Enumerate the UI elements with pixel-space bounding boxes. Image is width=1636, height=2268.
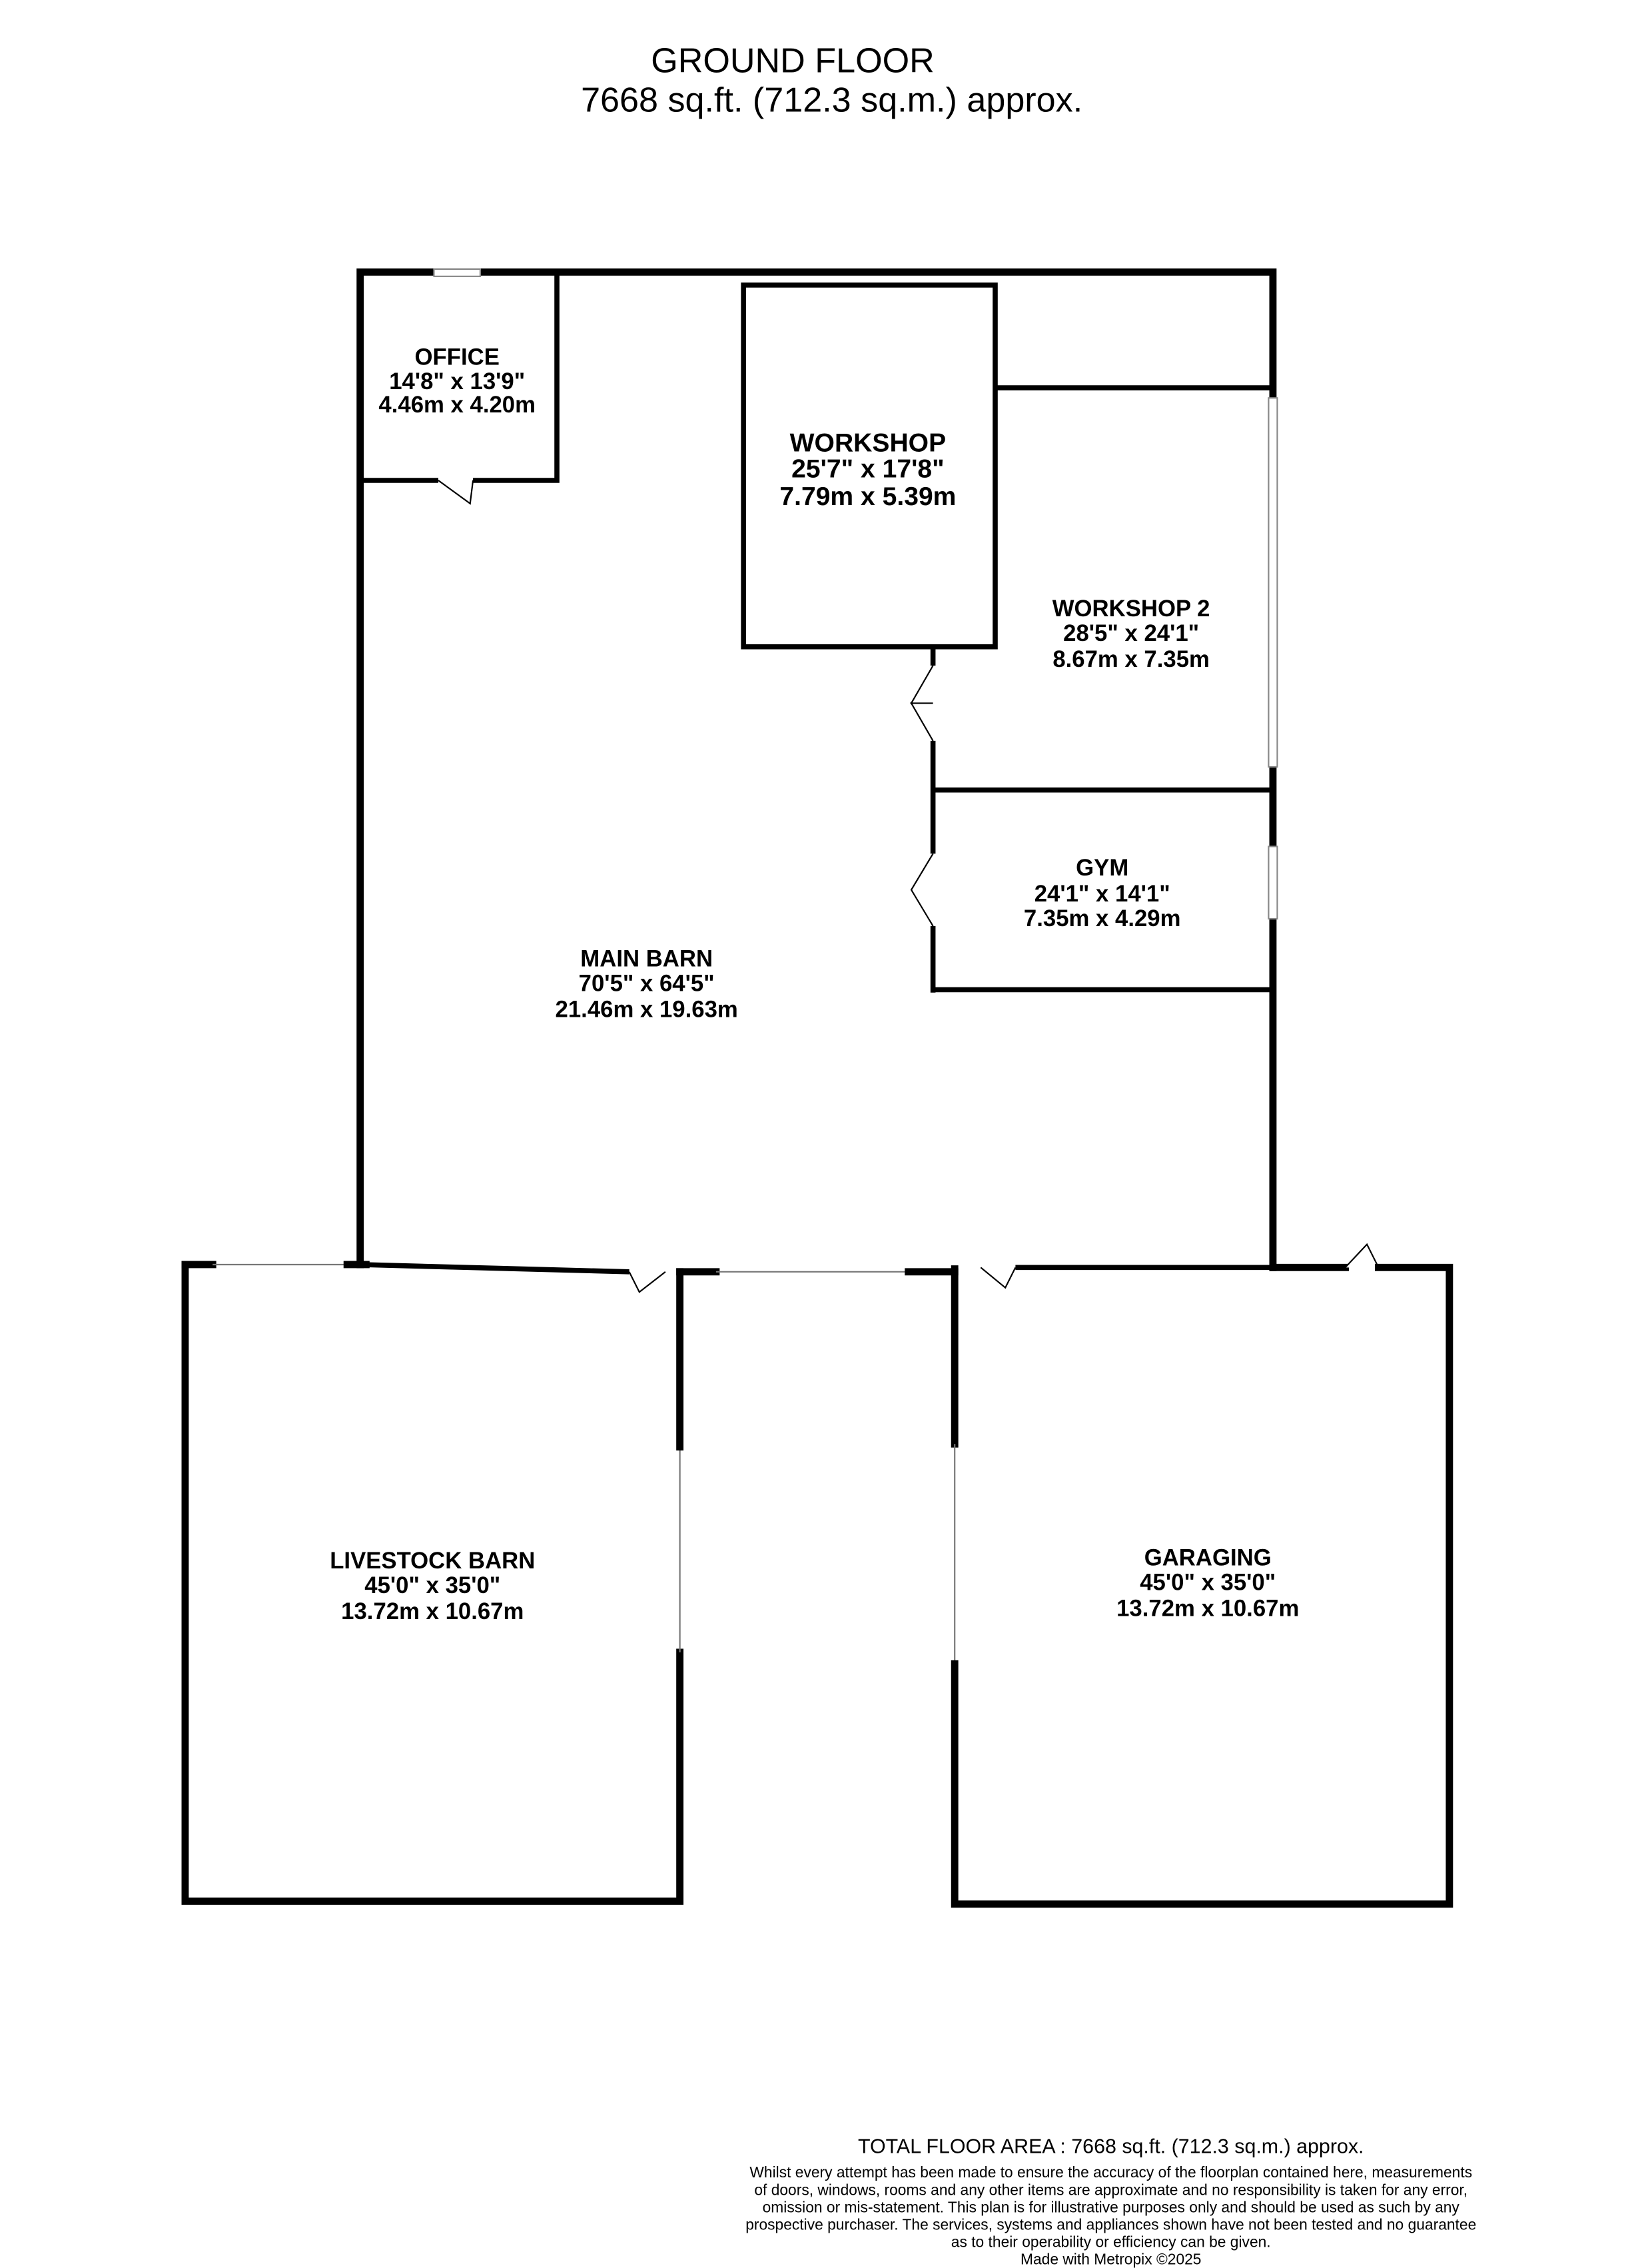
room-size-metric: 13.72m x 10.67m bbox=[1116, 1596, 1299, 1622]
credit: Made with Metropix ©2025 bbox=[1021, 2251, 1202, 2268]
office-door bbox=[438, 480, 474, 505]
room-size-imperial: 45'0" x 35'0" bbox=[1140, 1570, 1276, 1596]
disclaimer-line: prospective purchaser. The services, sys… bbox=[745, 2215, 1476, 2233]
office-window bbox=[433, 268, 482, 277]
disclaimer-line: omission or mis-statement. This plan is … bbox=[763, 2198, 1460, 2215]
room-size-metric: 21.46m x 19.63m bbox=[556, 997, 738, 1023]
total-floor-area: TOTAL FLOOR AREA : 7668 sq.ft. (712.3 sq… bbox=[858, 2135, 1364, 2157]
footer: TOTAL FLOOR AREA : 7668 sq.ft. (712.3 sq… bbox=[745, 2135, 1476, 2267]
room-size-imperial: 25'7" x 17'8" bbox=[791, 455, 945, 484]
gym-door bbox=[910, 853, 934, 927]
room-size-metric: 8.67m x 7.35m bbox=[1052, 647, 1210, 672]
room-name: GYM bbox=[1076, 855, 1128, 881]
disclaimer-line: Whilst every attempt has been made to en… bbox=[749, 2163, 1472, 2181]
disclaimer-line: as to their operability or efficiency ca… bbox=[951, 2233, 1271, 2250]
room-size-imperial: 14'8" x 13'9" bbox=[389, 369, 525, 394]
workshop2-window bbox=[1268, 397, 1278, 768]
room-name: WORKSHOP 2 bbox=[1052, 596, 1210, 622]
room-size-imperial: 24'1" x 14'1" bbox=[1034, 881, 1170, 907]
room-workshop-2: WORKSHOP 2 28'5" x 24'1" 8.67m x 7.35m bbox=[1052, 596, 1210, 672]
floor-area: 7668 sq.ft. (712.3 sq.m.) approx. bbox=[581, 81, 1082, 119]
room-name: LIVESTOCK BARN bbox=[330, 1548, 535, 1574]
room-livestock-barn: LIVESTOCK BARN 45'0" x 35'0" 13.72m x 10… bbox=[330, 1548, 535, 1624]
room-size-metric: 7.35m x 4.29m bbox=[1024, 906, 1181, 931]
room-garaging: GARAGING 45'0" x 35'0" 13.72m x 10.67m bbox=[1116, 1546, 1299, 1622]
room-size-imperial: 28'5" x 24'1" bbox=[1063, 621, 1199, 646]
disclaimer-line: of doors, windows, rooms and any other i… bbox=[754, 2181, 1467, 2198]
floor-title: GROUND FLOOR bbox=[651, 42, 935, 81]
room-size-imperial: 70'5" x 64'5" bbox=[579, 971, 715, 997]
gym-window bbox=[1268, 846, 1278, 920]
room-name: WORKSHOP bbox=[790, 429, 946, 458]
livestock-door bbox=[628, 1271, 666, 1293]
walls bbox=[181, 268, 1453, 1908]
external-door bbox=[1344, 1243, 1380, 1269]
room-name: MAIN BARN bbox=[580, 947, 713, 972]
room-main-barn: MAIN BARN 70'5" x 64'5" 21.46m x 19.63m bbox=[556, 947, 738, 1023]
room-name: GARAGING bbox=[1144, 1546, 1272, 1571]
room-size-metric: 7.79m x 5.39m bbox=[779, 482, 956, 511]
room-size-imperial: 45'0" x 35'0" bbox=[364, 1573, 500, 1598]
room-size-metric: 4.46m x 4.20m bbox=[378, 392, 536, 418]
room-workshop: WORKSHOP 25'7" x 17'8" 7.79m x 5.39m bbox=[779, 429, 956, 511]
workshop2-door bbox=[910, 665, 934, 742]
room-size-metric: 13.72m x 10.67m bbox=[341, 1599, 524, 1624]
room-name: OFFICE bbox=[415, 344, 500, 370]
room-gym: GYM 24'1" x 14'1" 7.35m x 4.29m bbox=[1024, 855, 1181, 931]
room-office: OFFICE 14'8" x 13'9" 4.46m x 4.20m bbox=[378, 344, 536, 418]
garaging-door bbox=[980, 1267, 1017, 1289]
